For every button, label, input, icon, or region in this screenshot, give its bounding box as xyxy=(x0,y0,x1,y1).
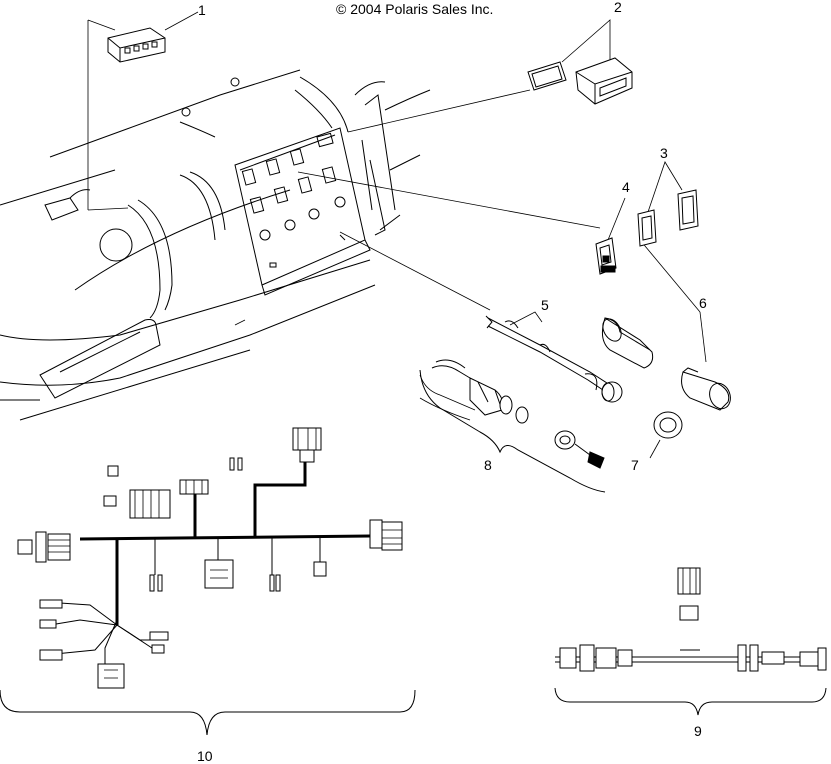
callout-4: 4 xyxy=(622,179,630,195)
bracket-9 xyxy=(554,687,827,716)
part-1-switch-block xyxy=(107,27,166,63)
callout-3: 3 xyxy=(660,145,668,161)
callout-2: 2 xyxy=(614,0,622,15)
bracket-8 xyxy=(419,369,606,493)
part-3-switch-bezels xyxy=(637,189,699,247)
copyright-notice: © 2004 Polaris Sales Inc. xyxy=(336,1,494,17)
part-7-retaining-nut xyxy=(653,411,683,439)
callout-8: 8 xyxy=(484,457,492,473)
callout-7: 7 xyxy=(631,457,639,473)
bracket-10 xyxy=(0,689,416,736)
part-10-wiring-harness xyxy=(17,427,403,689)
callout-6: 6 xyxy=(699,295,707,311)
part-2-gauge-and-bezel xyxy=(527,57,633,105)
callout-5: 5 xyxy=(541,297,549,313)
part-4-rocker-switch xyxy=(595,237,617,275)
part-5-sensor-cable xyxy=(485,315,623,403)
part-9-harness xyxy=(555,567,827,672)
leader-lines xyxy=(87,11,707,459)
callout-10: 10 xyxy=(197,748,213,764)
callout-1: 1 xyxy=(198,2,206,18)
part-6-power-outlet xyxy=(601,317,731,411)
dashboard-panel xyxy=(0,69,431,421)
part-8-ignition-switch xyxy=(419,359,605,469)
callout-9: 9 xyxy=(694,723,702,739)
